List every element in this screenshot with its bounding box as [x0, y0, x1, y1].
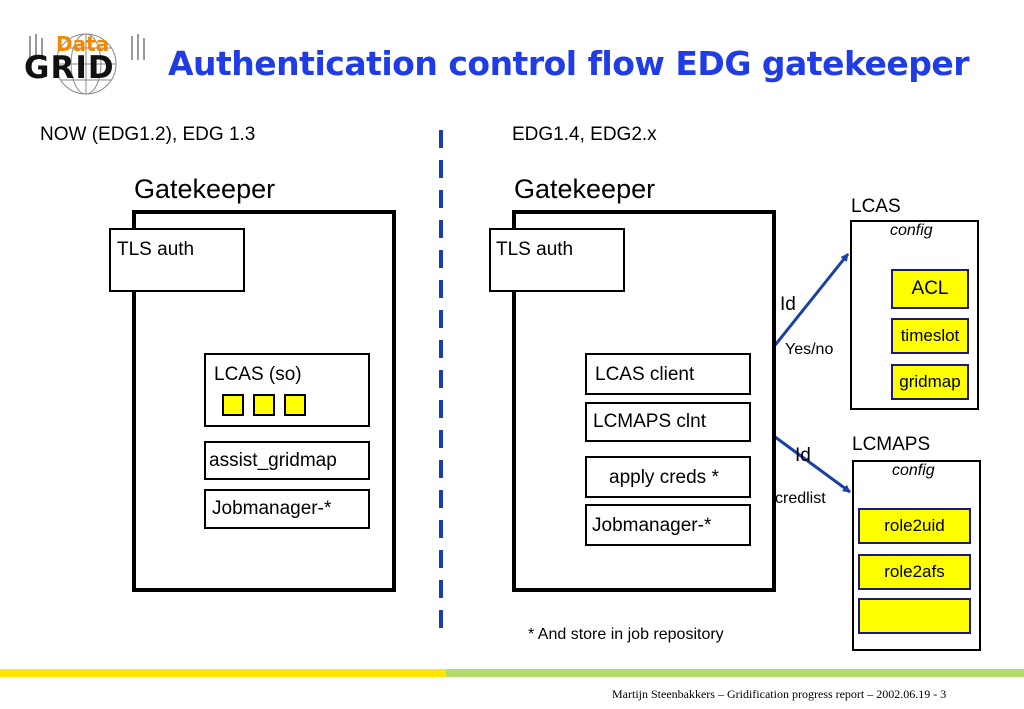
lcas-id-label: Id: [780, 294, 796, 315]
lcas-config-label: config: [890, 222, 933, 239]
right-jobmanager-box: [585, 504, 751, 546]
lcas-acl-box: ACL: [891, 269, 969, 309]
globe-icon: [29, 33, 145, 95]
lcmaps-empty-box: [858, 598, 971, 634]
logo-grid-text: GRID: [24, 50, 115, 86]
job-repository-note: * And store in job repository: [528, 626, 724, 643]
apply-creds-box: [585, 456, 751, 498]
left-jobmanager-label: Jobmanager-*: [212, 498, 332, 519]
footer-bar-green: [446, 669, 1024, 677]
page-title: Authentication control flow EDG gatekeep…: [168, 44, 970, 83]
right-tls-auth-label: TLS auth: [496, 239, 574, 260]
left-tls-auth-label: TLS auth: [117, 239, 195, 260]
right-tls-auth-box: [489, 228, 625, 292]
footer-bar-yellow: [0, 669, 446, 677]
left-gatekeeper-title: Gatekeeper: [134, 174, 276, 204]
lcmaps-role2uid-box: role2uid: [858, 508, 971, 544]
lcas-yes-no-label: Yes/no: [785, 341, 834, 358]
lcas-client-label: LCAS client: [595, 364, 695, 385]
lcmaps-config-label: config: [892, 462, 935, 479]
lcmaps-role2afs-box: role2afs: [858, 554, 971, 590]
lcas-plugin-square: [284, 394, 306, 416]
lcas-gridmap-box: gridmap: [891, 364, 969, 400]
datagrid-logo: Data GRID: [20, 30, 152, 96]
lcas-timeslot-box: timeslot: [891, 318, 969, 354]
lcmaps-credlist-label: credlist: [775, 490, 826, 507]
left-assist-gridmap-label: assist_gridmap: [209, 450, 337, 471]
lcmaps-id-label: Id: [795, 445, 811, 466]
lcas-plugin-square: [222, 394, 244, 416]
lcmaps-client-box: [585, 402, 751, 442]
left-section-heading: NOW (EDG1.2), EDG 1.3: [40, 124, 256, 145]
left-tls-auth-box: [109, 228, 245, 292]
footer-text: Martijn Steenbakkers – Gridification pro…: [612, 687, 947, 701]
apply-creds-label: apply creds *: [609, 467, 719, 488]
lcas-plugin-square: [253, 394, 275, 416]
right-gatekeeper-title: Gatekeeper: [514, 174, 656, 204]
lcmaps-config-title: LCMAPS: [852, 434, 931, 455]
logo-data-text: Data: [56, 32, 110, 56]
left-assist-gridmap-box: [204, 441, 370, 480]
right-jobmanager-label: Jobmanager-*: [592, 515, 712, 536]
lcas-config-title: LCAS: [851, 196, 901, 217]
lcmaps-client-label: LCMAPS clnt: [593, 411, 706, 432]
left-lcas-label: LCAS (so): [214, 364, 302, 385]
left-jobmanager-box: [204, 489, 370, 529]
right-section-heading: EDG1.4, EDG2.x: [512, 124, 657, 145]
lcas-client-box: [585, 353, 751, 395]
